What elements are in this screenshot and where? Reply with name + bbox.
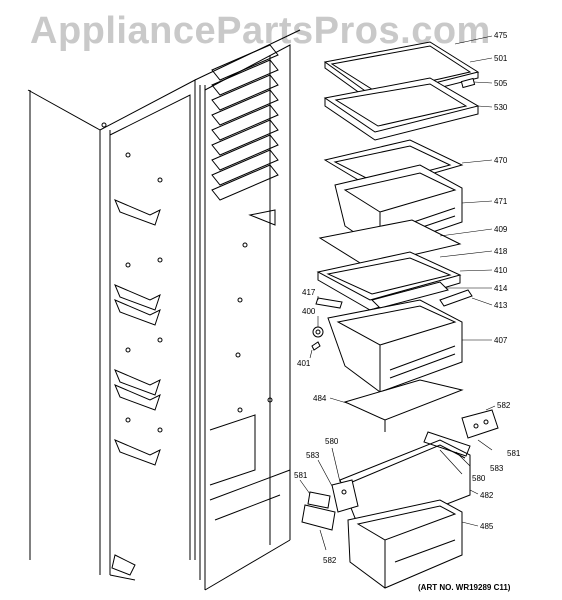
part-cover-484 — [343, 379, 464, 432]
part-label: 413 — [494, 301, 508, 310]
leader-lines — [299, 35, 496, 551]
part-label: 410 — [494, 266, 508, 275]
part-bracket-581-left — [307, 491, 331, 509]
part-label: 409 — [494, 225, 508, 234]
part-shelf-frame-530 — [323, 77, 480, 141]
part-bracket-417 — [315, 297, 343, 309]
part-label: 417 — [302, 288, 316, 297]
part-label: 484 — [313, 394, 327, 403]
part-drawer-frame-470 — [323, 139, 464, 191]
part-label: 482 — [480, 491, 494, 500]
part-label: 400 — [302, 307, 316, 316]
part-label: 580 — [325, 437, 339, 446]
part-label: 582 — [497, 401, 511, 410]
part-label: 414 — [494, 284, 508, 293]
part-label: 470 — [494, 156, 508, 165]
part-label: 418 — [494, 247, 508, 256]
part-label: 581 — [507, 449, 521, 458]
part-label: 580 — [472, 474, 486, 483]
part-label: 471 — [494, 197, 508, 206]
part-label: 583 — [306, 451, 320, 460]
part-label: 581 — [294, 471, 308, 480]
part-bracket-580-left — [331, 479, 359, 513]
part-clip-505 — [460, 77, 476, 89]
part-label: 501 — [494, 54, 508, 63]
part-pan-485 — [347, 499, 463, 589]
refrigerator-cabinet — [27, 29, 301, 591]
part-slide-413 — [439, 289, 473, 307]
part-label: 505 — [494, 79, 508, 88]
part-label: 582 — [323, 556, 337, 565]
part-label: 401 — [297, 359, 311, 368]
art-number-caption: (ART NO. WR19289 C11) — [418, 583, 511, 592]
part-glass-409 — [318, 219, 462, 267]
part-label: 407 — [494, 336, 508, 345]
part-label: 530 — [494, 103, 508, 112]
part-crisper-drawer-407 — [327, 299, 463, 393]
part-label: 583 — [490, 464, 504, 473]
part-label: 475 — [494, 31, 508, 40]
part-label: 485 — [480, 522, 494, 531]
part-cover-assembly-410 — [316, 251, 462, 311]
part-number-labels: 475 501 505 530 470 471 409 418 410 414 … — [294, 31, 521, 565]
part-knob-400 — [312, 326, 324, 338]
part-bracket-582-left — [301, 504, 336, 531]
part-bracket-582-right — [461, 409, 499, 439]
part-screw-401 — [311, 341, 321, 351]
